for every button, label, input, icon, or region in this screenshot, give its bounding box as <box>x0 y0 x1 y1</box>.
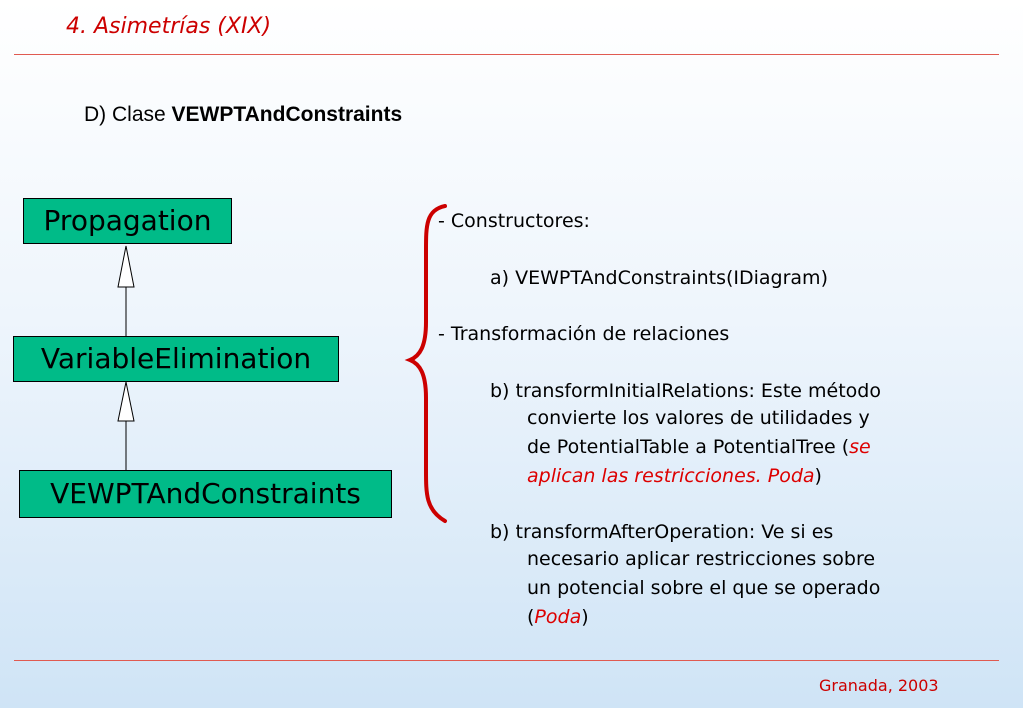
transform-b1-red1: se <box>849 436 871 458</box>
class-box-variable-elimination: VariableElimination <box>13 336 339 382</box>
transform-b2-line3: un potencial sobre el que se operado <box>527 577 881 599</box>
transform-b1-line1: b) transformInitialRelations: Este métod… <box>490 380 881 402</box>
transform-b2-line2: necesario aplicar restricciones sobre <box>527 548 876 570</box>
slide-title: 4. Asimetrías (XIX) <box>66 14 272 39</box>
class-box-propagation: Propagation <box>23 198 232 244</box>
subtitle: D) Clase VEWPTAndConstraints <box>84 103 402 127</box>
subtitle-prefix: D) Clase <box>84 103 172 126</box>
footer-text: Granada, 2003 <box>819 676 939 695</box>
transform-b1-red2: aplican las restricciones. Poda <box>527 465 815 487</box>
transform-b1-line4: aplican las restricciones. Poda) <box>527 465 822 487</box>
bottom-divider <box>14 660 999 661</box>
transform-b1-line2: convierte los valores de utilidades y <box>527 407 870 429</box>
transform-b2-red: Poda <box>534 606 582 628</box>
transform-b2-open: ( <box>527 606 535 628</box>
subtitle-class-name: VEWPTAndConstraints <box>171 103 403 126</box>
inheritance-arrow-1 <box>117 245 135 336</box>
transform-b1-close: ) <box>814 465 822 487</box>
inheritance-arrow-2 <box>117 381 135 470</box>
constructor-a: a) VEWPTAndConstraints(IDiagram) <box>490 267 828 289</box>
transform-b2-line4: (Poda) <box>527 606 589 628</box>
transform-heading: - Transformación de relaciones <box>438 323 730 345</box>
curly-brace <box>404 204 447 523</box>
transform-b2-close: ) <box>581 606 589 628</box>
top-divider <box>14 54 999 55</box>
transform-b1-line3-text: de PotentialTable a PotentialTree ( <box>527 436 850 458</box>
transform-b2-line1: b) transformAfterOperation: Ve si es <box>490 521 834 543</box>
transform-b1-line3: de PotentialTable a PotentialTree (se <box>527 436 871 458</box>
constructors-heading: - Constructores: <box>438 210 590 232</box>
class-box-vewpt-and-constraints: VEWPTAndConstraints <box>19 470 392 518</box>
